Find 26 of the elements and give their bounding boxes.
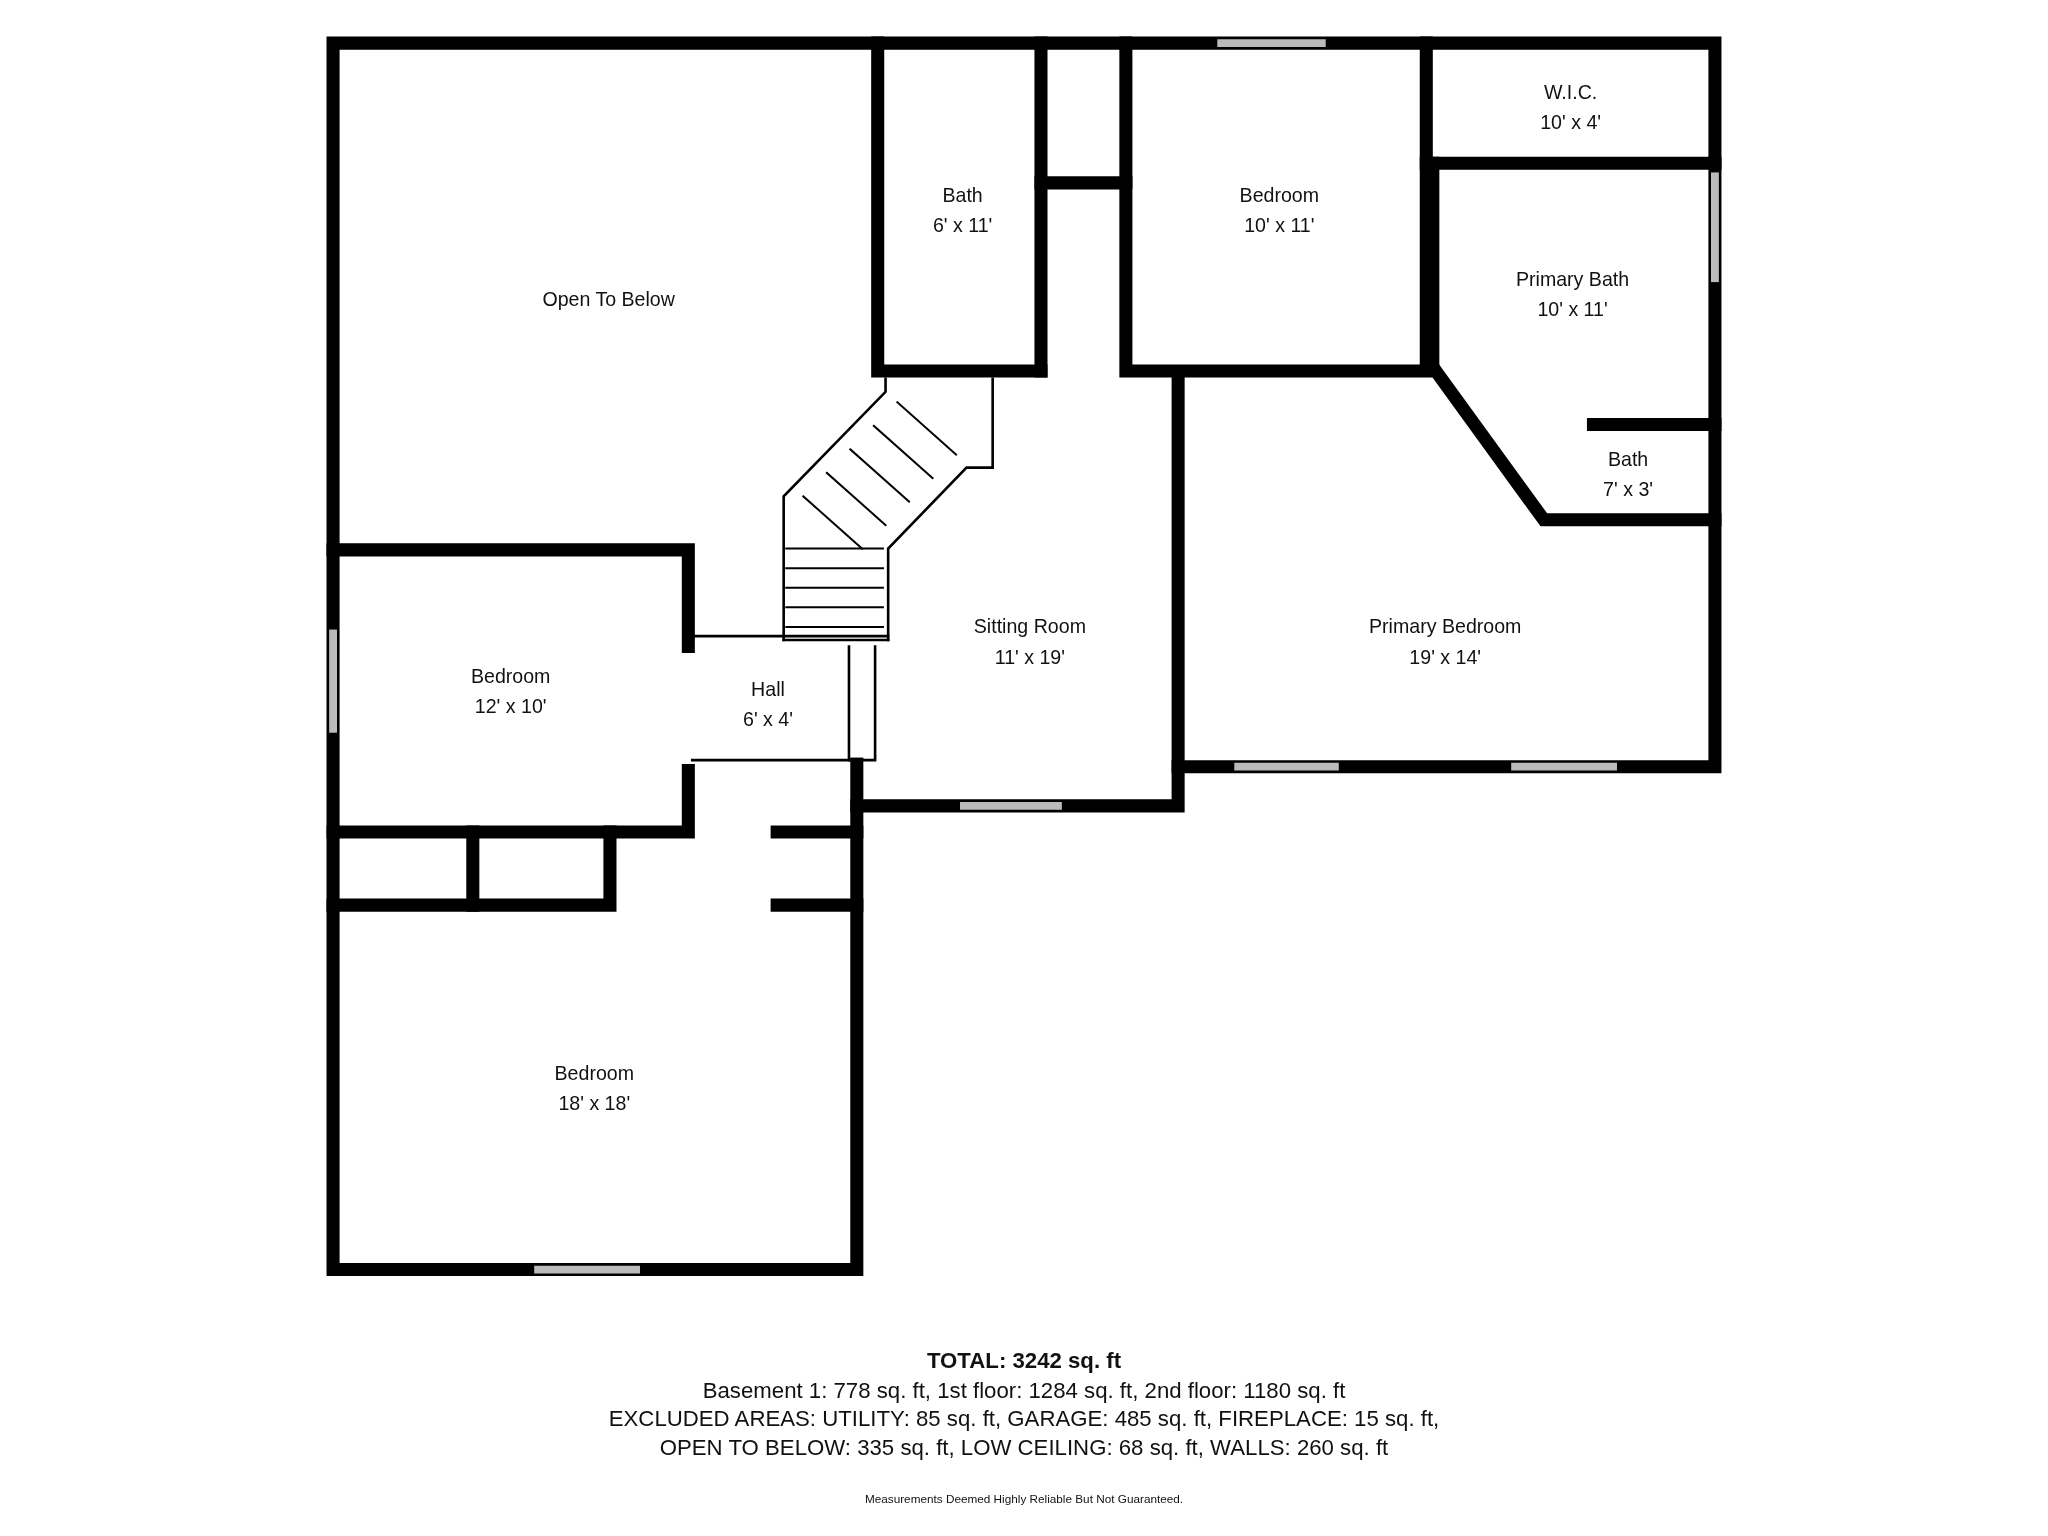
room-dimensions: 18' x 18' xyxy=(558,1090,631,1116)
room-name: Bedroom xyxy=(554,1060,635,1086)
room-name: Bedroom xyxy=(1239,183,1320,209)
room-dimensions: 6' x 11' xyxy=(932,213,993,239)
area-summary-text: Basement 1: 778 sq. ft, 1st floor: 1284 sq. ft, 2nd floor: 1180 sq. ft xyxy=(702,1377,1346,1405)
room-name: Bath xyxy=(942,183,983,209)
room-name: Primary Bedroom xyxy=(1369,614,1522,640)
room-dimensions: 7' x 3' xyxy=(1603,476,1654,502)
room-dimensions: 12' x 10' xyxy=(474,693,547,720)
room-dimensions: 10' x 11' xyxy=(1244,213,1315,239)
total-area-text: TOTAL: 3242 sq. ft xyxy=(926,1347,1122,1375)
room-name: Bath xyxy=(1607,446,1649,472)
area-summary-text: EXCLUDED AREAS: UTILITY: 85 sq. ft, GARAGE: 485 sq. ft, FIREPLACE: 15 sq. ft, xyxy=(608,1406,1440,1433)
room-name: Primary Bath xyxy=(1515,266,1630,292)
room-dimensions: 10' x 4' xyxy=(1540,109,1602,135)
room-dimensions: 6' x 4' xyxy=(743,706,793,732)
room-name: Bedroom xyxy=(470,663,551,689)
room-dimensions: 19' x 14' xyxy=(1409,644,1482,670)
room-dimensions: 11' x 19' xyxy=(994,644,1065,670)
room-name: W.I.C. xyxy=(1543,79,1598,105)
room-dimensions: 10' x 11' xyxy=(1537,296,1608,322)
room-name: Sitting Room xyxy=(973,614,1086,640)
disclaimer-text: Measurements Deemed Highly Reliable But Not Guaranteed. xyxy=(864,1492,1184,1506)
room-name: Open To Below xyxy=(542,285,675,312)
area-summary-text: OPEN TO BELOW: 335 sq. ft, LOW CEILING: 68 sq. ft, WALLS: 260 sq. ft xyxy=(659,1435,1389,1462)
room-name: Hall xyxy=(751,676,785,702)
